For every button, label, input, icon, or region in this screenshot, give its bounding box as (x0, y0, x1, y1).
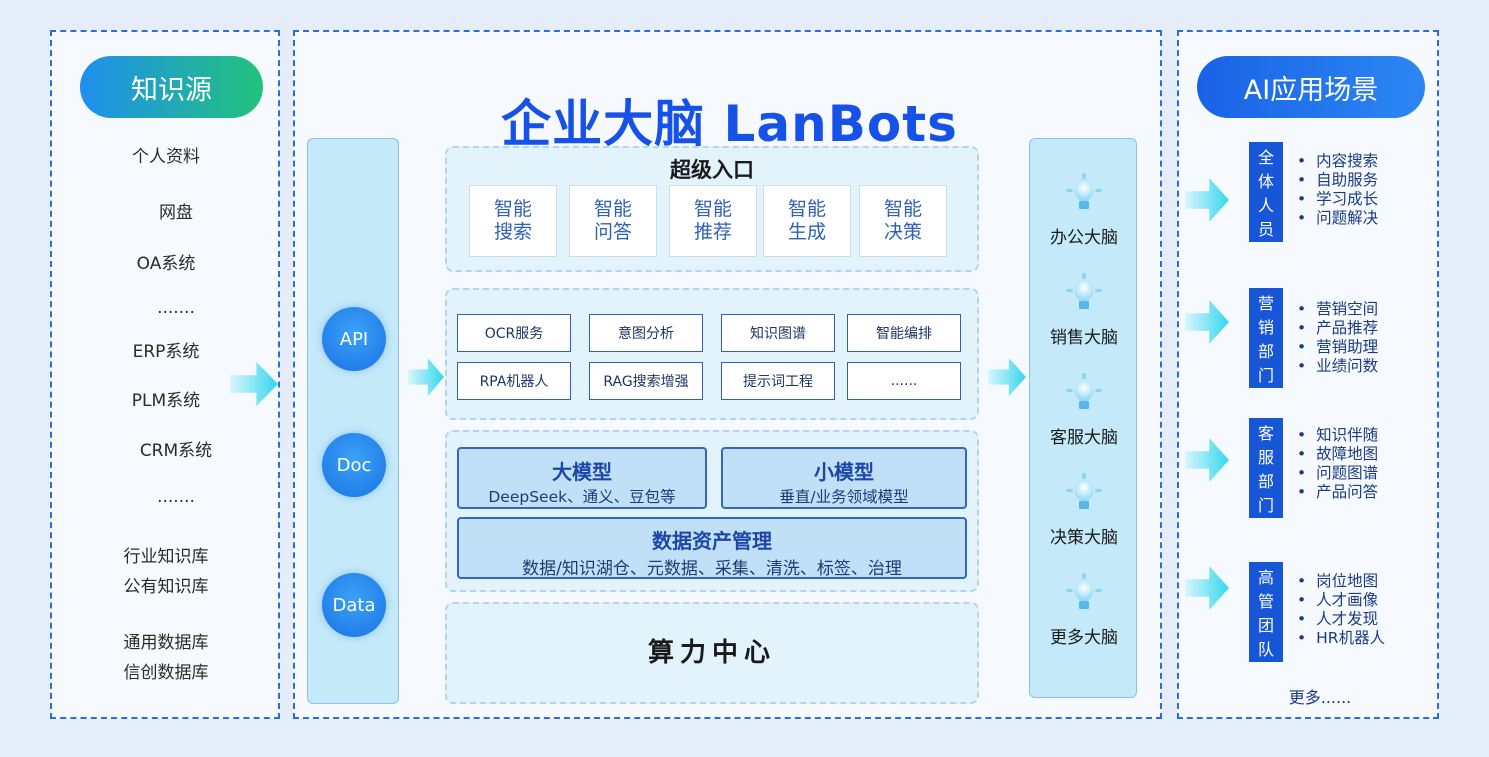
brain-label: 客服大脑 (1050, 428, 1118, 448)
flow-arrow-icon (988, 358, 1026, 396)
source-item: ....... (157, 298, 195, 318)
small-model-sub: 垂直/业务领域模型 (779, 488, 909, 506)
entry-card-qa: 智能问答 (569, 185, 657, 257)
flow-arrow-icon (1185, 438, 1229, 482)
source-item: 通用数据库 (123, 633, 209, 653)
brain-label: 更多大脑 (1050, 628, 1118, 648)
small-model-box: 小模型 垂直/业务领域模型 (721, 447, 967, 509)
service-box: 智能编排 (847, 314, 961, 352)
brain-label: 办公大脑 (1050, 228, 1118, 248)
brain-item: 客服大脑 (1030, 373, 1138, 448)
lightbulb-icon (1064, 473, 1104, 517)
small-model-title: 小模型 (814, 460, 874, 484)
lightbulb-icon (1064, 273, 1104, 317)
doc-orb: Doc (322, 433, 386, 497)
knowledge-source-panel: 知识源 个人资料 网盘 OA系统 ....... ERP系统 PLM系统 CRM… (50, 30, 280, 719)
super-entry-title: 超级入口 (670, 158, 754, 182)
data-orb: Data (322, 573, 386, 637)
services-section: OCR服务 意图分析 知识图谱 智能编排 RPA机器人 RAG搜索增强 提示词工… (445, 288, 979, 420)
source-item: ERP系统 (132, 342, 200, 362)
brain-label: 销售大脑 (1050, 328, 1118, 348)
compute-section: 算力中心 (445, 602, 979, 704)
dept-all-staff: 全体人员 (1249, 142, 1283, 242)
service-box: 意图分析 (589, 314, 703, 352)
source-item: 网盘 (159, 203, 193, 223)
large-model-sub: DeepSeek、通义、豆包等 (488, 488, 676, 506)
dept-marketing-list: 营销空间产品推荐营销助理业绩问数 (1297, 300, 1378, 376)
source-item: PLM系统 (131, 391, 201, 411)
more-scenarios: 更多...... (1288, 688, 1352, 707)
api-orb: API (322, 307, 386, 371)
large-model-box: 大模型 DeepSeek、通义、豆包等 (457, 447, 707, 509)
dept-customer-service: 客服部门 (1249, 418, 1283, 518)
entry-card-recommend: 智能推荐 (669, 185, 757, 257)
source-item: 个人资料 (132, 147, 200, 167)
compute-title: 算力中心 (647, 638, 776, 668)
entry-card-search: 智能搜索 (469, 185, 557, 257)
source-item: ....... (157, 487, 195, 507)
service-box: ...... (847, 362, 961, 400)
dept-executive: 高管团队 (1249, 562, 1283, 662)
source-item: CRM系统 (139, 441, 213, 461)
interface-bar: API Doc Data (307, 138, 399, 704)
data-asset-title: 数据资产管理 (652, 529, 772, 553)
source-item: OA系统 (136, 254, 196, 274)
data-asset-box: 数据资产管理 数据/知识湖仓、元数据、采集、清洗、标签、治理 (457, 517, 967, 579)
models-section: 大模型 DeepSeek、通义、豆包等 小模型 垂直/业务领域模型 数据资产管理… (445, 430, 979, 592)
data-asset-sub: 数据/知识湖仓、元数据、采集、清洗、标签、治理 (522, 559, 902, 579)
service-box: 提示词工程 (721, 362, 835, 400)
large-model-title: 大模型 (552, 460, 612, 484)
brains-bar: 办公大脑 销售大脑 客服大脑 (1029, 138, 1137, 698)
main-title: 企业大脑 LanBots (501, 95, 958, 153)
entry-card-decide: 智能决策 (859, 185, 947, 257)
brain-item: 决策大脑 (1030, 473, 1138, 548)
source-item: 信创数据库 (123, 663, 209, 683)
enterprise-brain-panel: 企业大脑 LanBots API Doc Data 超级入口 智能搜索 智能问答… (293, 30, 1162, 719)
brain-item: 销售大脑 (1030, 273, 1138, 348)
source-item: 公有知识库 (123, 577, 209, 597)
super-entry-section: 超级入口 智能搜索 智能问答 智能推荐 智能生成 智能决策 (445, 146, 979, 272)
flow-arrow-icon (408, 358, 444, 396)
service-box: OCR服务 (457, 314, 571, 352)
flow-arrow-icon (1185, 300, 1229, 344)
brain-item: 更多大脑 (1030, 573, 1138, 648)
dept-marketing: 营销部门 (1249, 288, 1283, 388)
service-box: RAG搜索增强 (589, 362, 703, 400)
entry-card-generate: 智能生成 (763, 185, 851, 257)
lightbulb-icon (1064, 373, 1104, 417)
dept-customer-service-list: 知识伴随故障地图问题图谱产品问答 (1297, 426, 1378, 502)
service-box: RPA机器人 (457, 362, 571, 400)
flow-arrow-icon (1185, 566, 1229, 610)
brain-label: 决策大脑 (1050, 528, 1118, 548)
service-box: 知识图谱 (721, 314, 835, 352)
ai-scenarios-title: AI应用场景 (1197, 56, 1425, 118)
dept-executive-list: 岗位地图人才画像人才发现HR机器人 (1297, 572, 1385, 648)
brain-item: 办公大脑 (1030, 173, 1138, 248)
flow-arrow-icon (1185, 178, 1229, 222)
dept-all-staff-list: 内容搜索自助服务学习成长问题解决 (1297, 152, 1378, 228)
lightbulb-icon (1064, 173, 1104, 217)
knowledge-source-title: 知识源 (80, 56, 263, 118)
lightbulb-icon (1064, 573, 1104, 617)
source-item: 行业知识库 (123, 547, 209, 567)
